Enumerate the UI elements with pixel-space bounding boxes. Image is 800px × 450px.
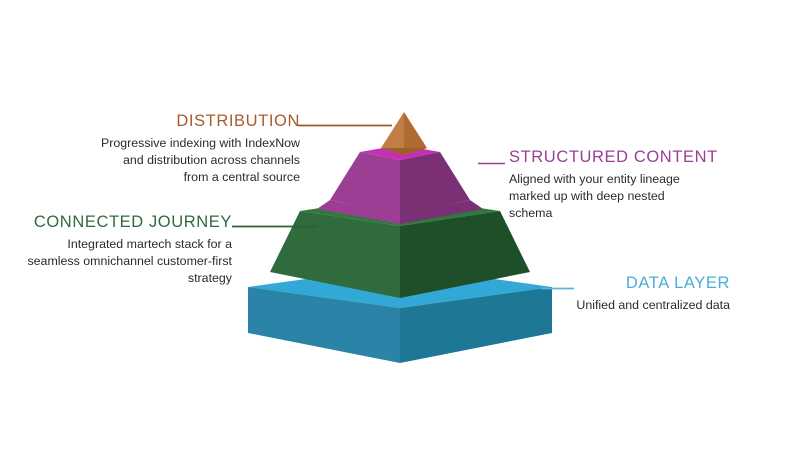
callout-structured-content-title: STRUCTURED CONTENT (509, 148, 718, 166)
tier-data-layer-right-face (400, 287, 552, 363)
callout-data-layer-title: DATA LAYER (625, 274, 730, 292)
callout-distribution-description: Progressive indexing with IndexNow and d… (100, 136, 300, 185)
tier-data-layer-left-face (248, 287, 400, 363)
callout-distribution-title: DISTRIBUTION (176, 112, 300, 130)
callout-connected-journey-description: Integrated martech stack for a seamless … (27, 237, 232, 286)
tier-distribution-base-face (381, 148, 427, 155)
tier-connected-journey-left-face (270, 211, 400, 298)
pyramid-tier-structured-content[interactable] (317, 145, 483, 224)
tier-connected-journey-right-face (400, 211, 530, 298)
tier-distribution-left-face (381, 112, 404, 155)
tier-structured-content-right-skirt (400, 200, 483, 224)
callout-structured-content[interactable]: STRUCTURED CONTENT Aligned with your ent… (509, 148, 718, 222)
pyramid-tier-distribution[interactable] (381, 112, 427, 155)
tier-structured-content-right-face (400, 152, 470, 214)
tier-structured-content-left-skirt (317, 200, 400, 224)
callout-connected-journey-title: CONNECTED JOURNEY (33, 213, 232, 231)
callout-data-layer[interactable]: DATA LAYER Unified and centralized data (500, 274, 730, 314)
callout-data-layer-description: Unified and centralized data (576, 298, 730, 313)
tier-structured-content-left-face (330, 152, 400, 214)
callout-connected-journey[interactable]: CONNECTED JOURNEY Integrated martech sta… (20, 213, 232, 287)
callout-structured-content-description: Aligned with your entity lineage marked … (509, 172, 680, 221)
tier-distribution-right-face (404, 112, 427, 155)
callout-distribution[interactable]: DISTRIBUTION Progressive indexing with I… (95, 112, 300, 186)
